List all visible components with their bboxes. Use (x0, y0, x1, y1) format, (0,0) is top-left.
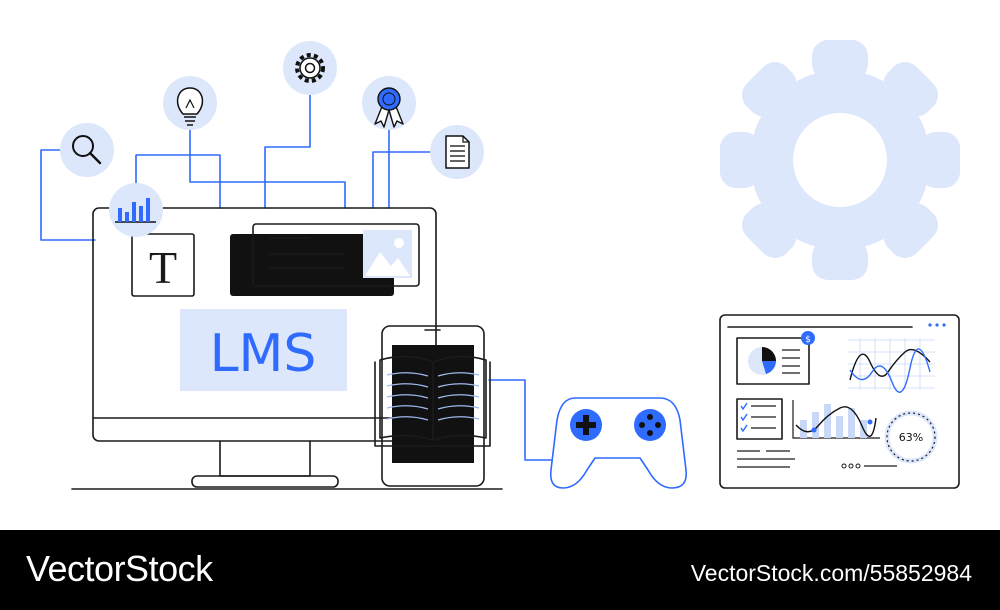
open-book-icon (374, 355, 491, 447)
progress-gauge: 63% (884, 410, 938, 464)
image-icon (363, 230, 412, 278)
search-icon (72, 135, 102, 165)
lightbulb-bubble (163, 76, 217, 130)
text-tile: T (131, 233, 195, 297)
image-credit: VectorStock.com/55852984 (690, 560, 972, 586)
text-tile-glyph: T (149, 242, 177, 293)
dots-indicator (841, 463, 861, 469)
lms-badge: LMS (180, 309, 347, 391)
watermark-footer: VectorStock VectorStock.com/55852984 (0, 530, 1000, 610)
document-icon (445, 135, 470, 169)
pie-widget (736, 337, 810, 385)
text-lines (737, 450, 795, 468)
progress-percent: 63% (899, 431, 923, 444)
chart-bubble (109, 183, 163, 237)
line-chart-widget (848, 338, 935, 393)
checklist-widget (736, 398, 783, 440)
settings-bubble (283, 41, 337, 95)
coin-icon: $ (801, 331, 815, 345)
document-bubble (430, 125, 484, 179)
lightbulb-icon (176, 87, 204, 126)
bar-wave-widget (792, 400, 880, 439)
monitor (71, 207, 503, 490)
award-bubble (362, 76, 416, 130)
lms-illustration: T LMS (40, 40, 960, 490)
bar-chart-icon (115, 198, 156, 223)
search-bubble (60, 123, 114, 177)
media-card (230, 223, 420, 296)
award-ribbon-icon (374, 87, 404, 128)
coin-symbol: $ (805, 335, 811, 345)
lms-label: LMS (210, 324, 317, 384)
dashboard-tablet: $ (719, 314, 960, 489)
large-gear-icon (720, 40, 960, 280)
brand-name: VectorStock (26, 548, 213, 589)
gear-icon (295, 53, 325, 83)
connection-lines (40, 94, 553, 461)
gamepad-icon (549, 397, 688, 489)
